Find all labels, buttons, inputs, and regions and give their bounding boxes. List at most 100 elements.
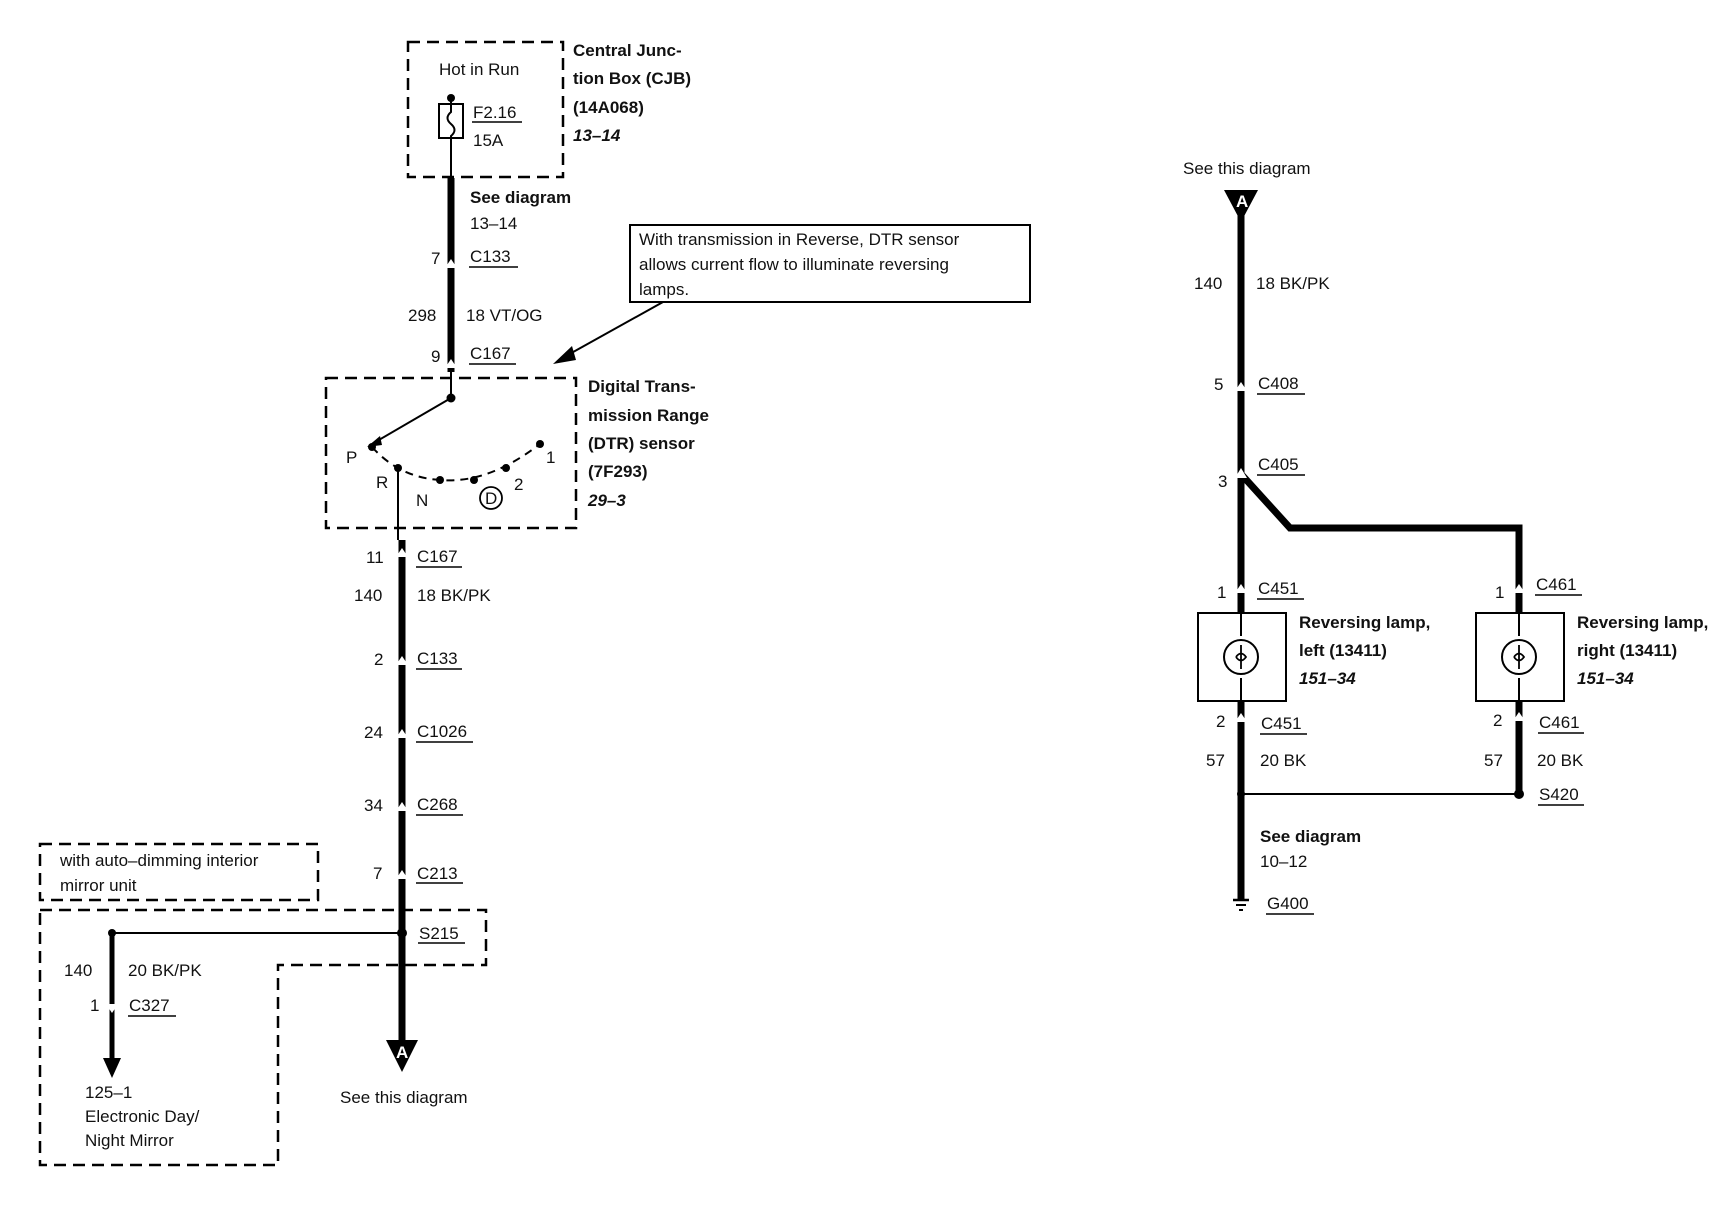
ground-id: G400 (1267, 894, 1309, 913)
mirror-option: with auto–dimming interior mirror unit 1… (38, 842, 488, 1167)
wire-20-bk-pk: 20 BK/PK (128, 961, 202, 980)
dtr-title-4: (7F293) (588, 462, 648, 481)
wire-140-right-branch (1238, 471, 1523, 613)
c268-pin: 34 (364, 796, 383, 815)
c213-label: C213 (417, 864, 458, 883)
c167-top-label: C167 (470, 344, 511, 363)
lamp-right-top-conn: C461 (1536, 575, 1577, 594)
c167-bot-pin: 11 (366, 548, 384, 567)
see-diagram-top-ref: 13–14 (470, 214, 517, 233)
c327-label: C327 (129, 996, 170, 1015)
mirror-option-label-box (38, 842, 320, 902)
circuit-57-right: 57 (1484, 751, 1503, 770)
circuit-140-left: 140 (354, 586, 382, 605)
lamp-left-top-pin: 1 (1217, 583, 1226, 602)
c1026-label: C1026 (417, 722, 467, 741)
cjb-title-3: (14A068) (573, 98, 644, 117)
left-lower-circuit: 11 C167 140 18 BK/PK 2 C133 24 C1026 34 … (340, 468, 491, 1107)
dtr-pos-r: R (376, 473, 388, 492)
dtr-pos-p: P (346, 448, 357, 467)
lamp-right-title-2: right (13411) (1577, 641, 1677, 660)
note-box-outline (629, 224, 1031, 303)
note-box: With transmission in Reverse, DTR sensor… (553, 224, 1031, 364)
c133-top-pin: 7 (431, 249, 440, 268)
connector-a-right-label: See this diagram (1183, 159, 1311, 178)
dtr-pos-d: D (485, 489, 497, 508)
dtr-pos-1: 1 (546, 448, 555, 467)
cjb-dashed-outline (406, 40, 565, 179)
connector-a-left-label: See this diagram (340, 1088, 468, 1107)
dtr-title-2: mission Range (588, 406, 709, 425)
lamp-left-title-1: Reversing lamp, (1299, 613, 1430, 632)
ground-g400: See diagram 10–12 G400 (1233, 827, 1361, 915)
connector-a-left-letter: A (396, 1043, 408, 1062)
mirror-dest-1: 125–1 (85, 1083, 132, 1102)
left-upper-circuit: See diagram 13–14 7 C133 298 18 VT/OG 9 … (408, 178, 571, 372)
fuse-element (446, 98, 456, 178)
c408-pin: 5 (1214, 375, 1223, 394)
dtr-title-1: Digital Trans- (588, 377, 696, 396)
c213-pin: 7 (373, 864, 382, 883)
c133-bot-pin: 2 (374, 650, 383, 669)
c133-bot-label: C133 (417, 649, 458, 668)
c167-bot-label: C167 (417, 547, 458, 566)
circuit-298: 298 (408, 306, 436, 325)
mirror-option-line-2: mirror unit (60, 876, 137, 895)
right-circuit: See this diagram A 140 18 BK/PK 5 C408 3… (1183, 159, 1708, 915)
wire-20-bk-left: 20 BK (1260, 751, 1307, 770)
central-junction-box: Hot in Run F2.16 15A Central Junc- tion … (406, 40, 691, 179)
cjb-title-2: tion Box (CJB) (573, 69, 691, 88)
lamp-left-title-2: left (13411) (1299, 641, 1387, 660)
dtr-selector-arm (371, 397, 452, 445)
wire-18-bk-pk-left: 18 BK/PK (417, 586, 491, 605)
reversing-lamp-left: 1 C451 Reversing lamp, left (13411) 151–… (1197, 579, 1430, 900)
ground-see-diagram: See diagram (1260, 827, 1361, 846)
dtr-sensor: P R N D 2 1 Digital Trans- mission Range… (324, 372, 709, 530)
lamp-right-bot-pin: 2 (1493, 711, 1502, 730)
c405-pin: 3 (1218, 472, 1227, 491)
note-pointer-arrow (553, 346, 576, 364)
s215-label: S215 (419, 924, 459, 943)
c167-top-pin: 9 (431, 347, 440, 366)
lamp-right-title-1: Reversing lamp, (1577, 613, 1708, 632)
mirror-option-dashed-region (38, 908, 488, 1167)
c327-pin: 1 (90, 996, 99, 1015)
mirror-dest-2: Electronic Day/ (85, 1107, 200, 1126)
see-diagram-top-label: See diagram (470, 188, 571, 207)
wire-18-vt-og: 18 VT/OG (466, 306, 543, 325)
c133-top-label: C133 (470, 247, 511, 266)
connector-a-right-icon (1224, 190, 1258, 222)
c268-label: C268 (417, 795, 458, 814)
circuit-140-mirror: 140 (64, 961, 92, 980)
wire-18-bk-pk-right: 18 BK/PK (1256, 274, 1330, 293)
mirror-dest-3: Night Mirror (85, 1131, 174, 1150)
cjb-title-1: Central Junc- (573, 41, 682, 60)
fuse-rating: 15A (473, 131, 504, 150)
c405-label: C405 (1258, 455, 1299, 474)
dtr-pos-2: 2 (514, 475, 523, 494)
ground-ref: 10–12 (1260, 852, 1307, 871)
dtr-pos-n: N (416, 491, 428, 510)
note-line-3: lamps. (639, 280, 689, 299)
lamp-left-page-ref: 151–34 (1299, 669, 1356, 688)
lamp-left-bot-conn: C451 (1261, 714, 1302, 733)
c1026-pin: 24 (364, 723, 383, 742)
lamp-right-top-pin: 1 (1495, 583, 1504, 602)
circuit-140-right: 140 (1194, 274, 1222, 293)
circuit-57-left: 57 (1206, 751, 1225, 770)
wire-20-bk-right: 20 BK (1537, 751, 1584, 770)
note-line-1: With transmission in Reverse, DTR sensor (639, 230, 960, 249)
dtr-title-3: (DTR) sensor (588, 434, 695, 453)
fuse-id: F2.16 (473, 103, 516, 122)
lamp-left-bot-pin: 2 (1216, 712, 1225, 731)
note-pointer-line (565, 301, 664, 357)
connector-a-right-letter: A (1236, 192, 1248, 211)
s420-label: S420 (1539, 785, 1579, 804)
note-line-2: allows current flow to illuminate revers… (639, 255, 949, 274)
c408-label: C408 (1258, 374, 1299, 393)
lamp-left-top-conn: C451 (1258, 579, 1299, 598)
lamp-right-page-ref: 151–34 (1577, 669, 1634, 688)
cjb-hot-in-run: Hot in Run (439, 60, 519, 79)
connector-a-left-icon (386, 1040, 418, 1072)
